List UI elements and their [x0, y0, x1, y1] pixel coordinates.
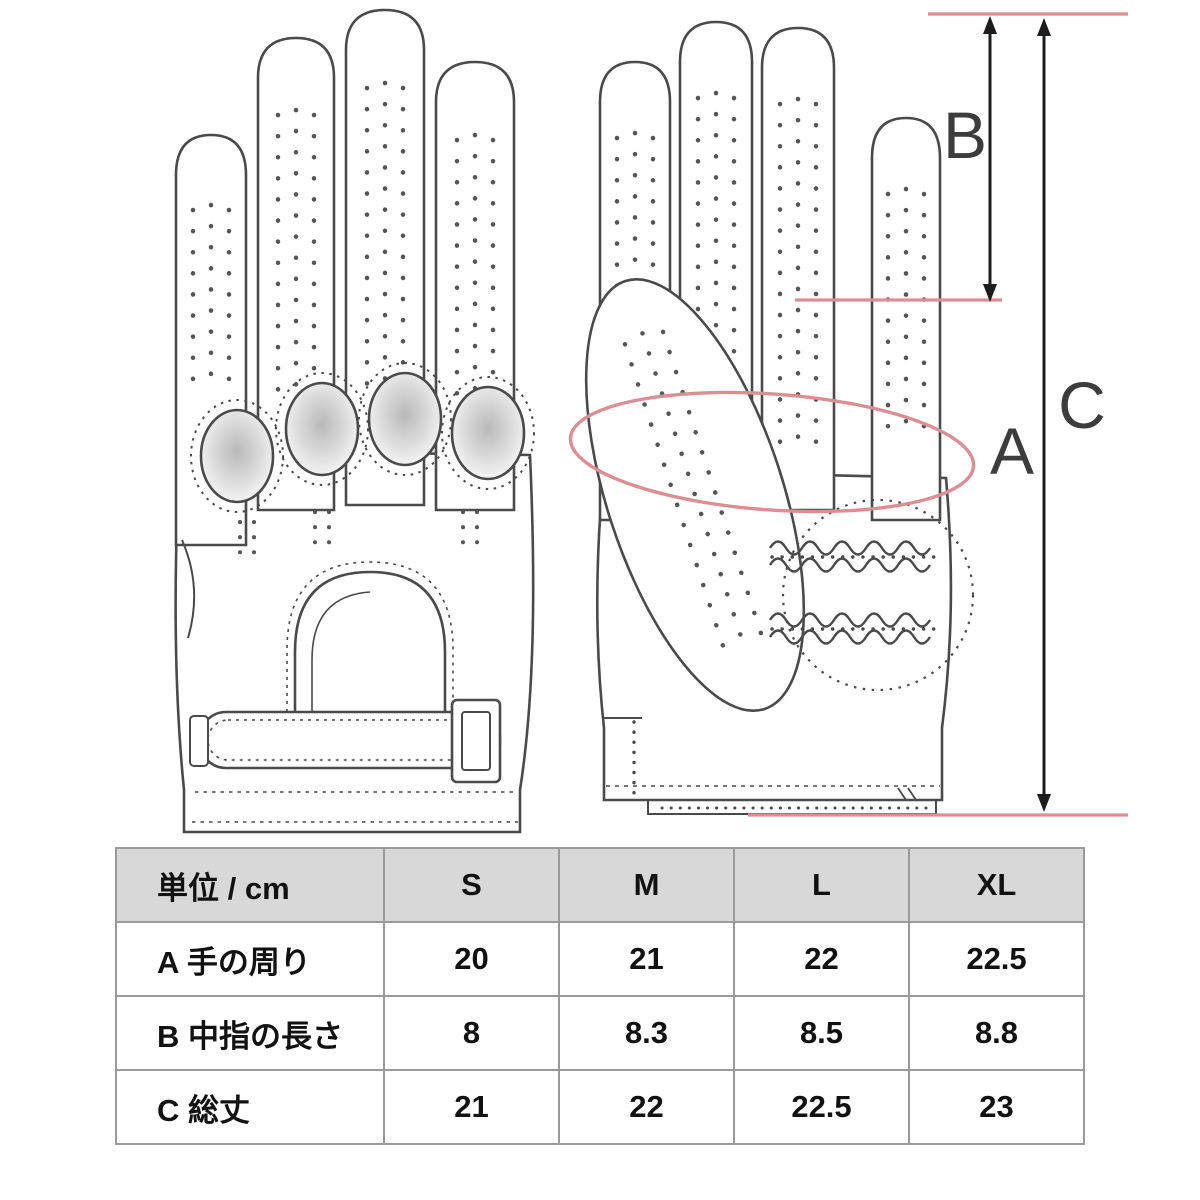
- header-size-m: M: [558, 847, 735, 923]
- table-row-total-length: C 総丈 21 22 22.5 23: [115, 1069, 1085, 1145]
- row-label: C 総丈: [115, 1069, 385, 1145]
- header-unit: 単位 / cm: [115, 847, 385, 923]
- measure-ellipse-a: [568, 390, 976, 514]
- value-cell: 8.3: [558, 995, 735, 1071]
- table-row-middle-finger-length: B 中指の長さ 8 8.3 8.5 8.8: [115, 995, 1085, 1071]
- value-cell: 20: [383, 921, 560, 997]
- header-size-l: L: [733, 847, 910, 923]
- value-cell: 21: [558, 921, 735, 997]
- value-cell: 8: [383, 995, 560, 1071]
- value-cell: 22.5: [733, 1069, 910, 1145]
- label-b: B: [943, 98, 987, 172]
- glove-palm-view: [584, 20, 975, 815]
- value-cell: 23: [908, 1069, 1085, 1145]
- measure-arrow-c: [1037, 18, 1051, 812]
- table-header-row: 単位 / cm S M L XL: [115, 847, 1085, 923]
- size-table: 単位 / cm S M L XL A 手の周り 20 21 22 22.5 B …: [115, 847, 1085, 1145]
- measure-reference-lines: [748, 12, 1128, 817]
- row-label: A 手の周り: [115, 921, 385, 997]
- glove-diagram-svg: B C A: [174, 8, 1128, 834]
- value-cell: 8.5: [733, 995, 910, 1071]
- value-cell: 22: [558, 1069, 735, 1145]
- dotted-circle-detail: [781, 498, 975, 692]
- measure-arrow-b: [983, 16, 997, 302]
- value-cell: 22.5: [908, 921, 1085, 997]
- header-size-s: S: [383, 847, 560, 923]
- label-c: C: [1058, 368, 1106, 442]
- row-label: B 中指の長さ: [115, 995, 385, 1071]
- value-cell: 8.8: [908, 995, 1085, 1071]
- glove-back-view: [174, 8, 535, 834]
- value-cell: 21: [383, 1069, 560, 1145]
- value-cell: 22: [733, 921, 910, 997]
- header-size-xl: XL: [908, 847, 1085, 923]
- glove-size-diagram: B C A: [174, 8, 1128, 834]
- label-a: A: [990, 414, 1034, 488]
- table-row-hand-circumference: A 手の周り 20 21 22 22.5: [115, 921, 1085, 997]
